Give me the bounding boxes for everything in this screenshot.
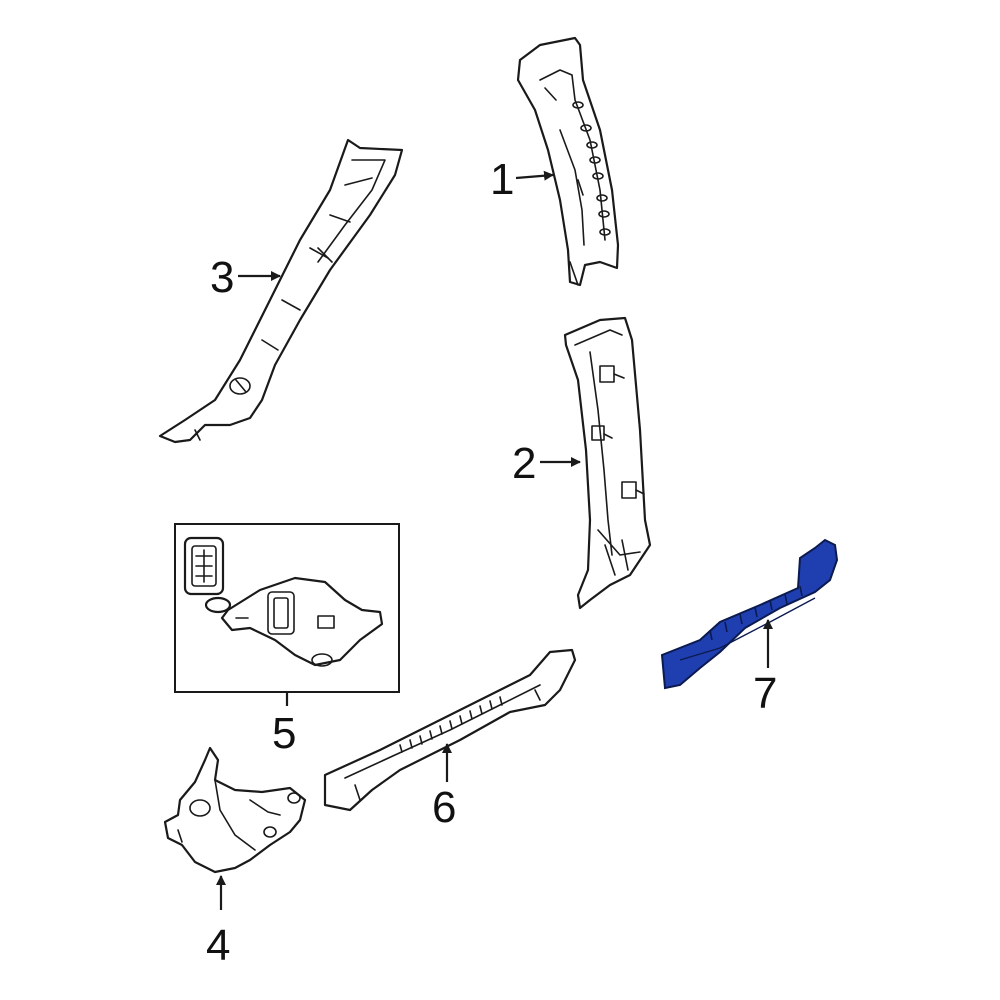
- part-7-rear-sill-plate[interactable]: [660, 538, 839, 690]
- callout-3: 3: [210, 253, 281, 302]
- callout-7: 7: [753, 619, 777, 718]
- callout-5: 5: [272, 692, 296, 758]
- part-1-upper-pillar-trim[interactable]: [516, 36, 620, 287]
- part-3-front-pillar-trim[interactable]: [158, 138, 404, 444]
- part-2-lower-pillar-trim[interactable]: [563, 316, 652, 610]
- part-4-kick-panel[interactable]: [163, 746, 307, 874]
- part-6-front-sill-plate[interactable]: [323, 648, 577, 812]
- callout-2-number: 2: [512, 439, 536, 488]
- callout-7-number: 7: [753, 669, 777, 718]
- callout-1-number: 1: [490, 155, 514, 204]
- callout-4-number: 4: [206, 921, 230, 970]
- callout-4: 4: [206, 875, 230, 970]
- callout-2: 2: [512, 439, 581, 488]
- callout-6-number: 6: [432, 783, 456, 832]
- callout-5-number: 5: [272, 709, 296, 758]
- callout-3-number: 3: [210, 253, 234, 302]
- callout-6: 6: [432, 743, 456, 832]
- callout-1-leader: [515, 170, 554, 181]
- part-5-cowl-side-trim[interactable]: [183, 536, 384, 667]
- callout-1: 1: [490, 155, 554, 204]
